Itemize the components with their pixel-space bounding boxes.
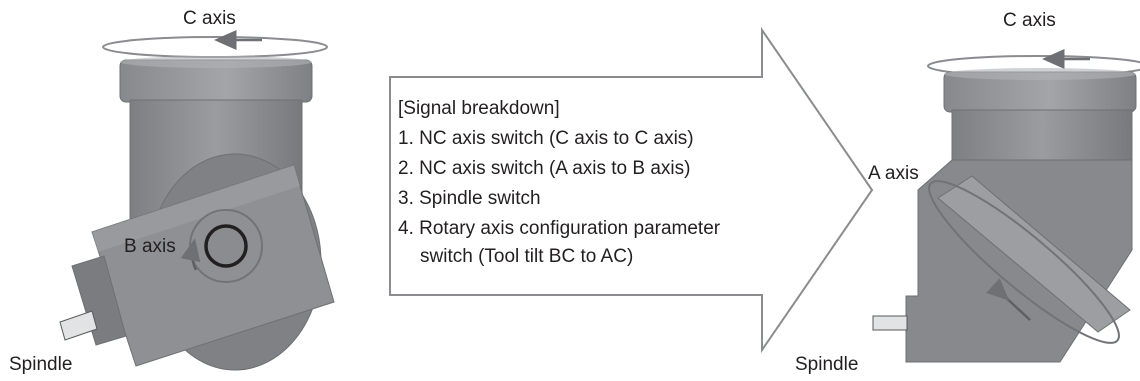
left-b-axis-arrow-icon	[180, 238, 201, 271]
breakdown-item-3: 3. Spindle switch	[398, 188, 541, 209]
breakdown-item-2: 2. NC axis switch (A axis to B axis)	[398, 158, 691, 179]
right-spindle-head	[872, 49, 1140, 363]
breakdown-item-4: 4. Rotary axis configuration parameter	[398, 218, 721, 239]
left-spindle-head	[59, 30, 335, 371]
right-a-axis-flange	[937, 175, 1131, 333]
right-spindle-label: Spindle	[795, 354, 859, 375]
left-spindle-label: Spindle	[9, 354, 73, 375]
breakdown-item-1: 1. NC axis switch (C axis to C axis)	[398, 128, 694, 149]
left-c-axis-ring	[102, 36, 328, 58]
transition-arrow	[389, 26, 874, 354]
left-b-axis-label: B axis	[124, 236, 176, 257]
right-a-axis-label: A axis	[868, 163, 919, 184]
left-spindle-shaft	[59, 310, 98, 341]
left-b-axis-hub	[204, 224, 248, 268]
left-c-axis-label: C axis	[183, 8, 236, 29]
breakdown-title: [Signal breakdown]	[398, 98, 560, 119]
right-c-axis-label: C axis	[1003, 10, 1056, 31]
right-spindle-shaft	[872, 315, 908, 331]
right-a-axis-arrow-icon	[986, 278, 1031, 321]
breakdown-item-4-cont: switch (Tool tilt BC to AC)	[420, 246, 634, 267]
